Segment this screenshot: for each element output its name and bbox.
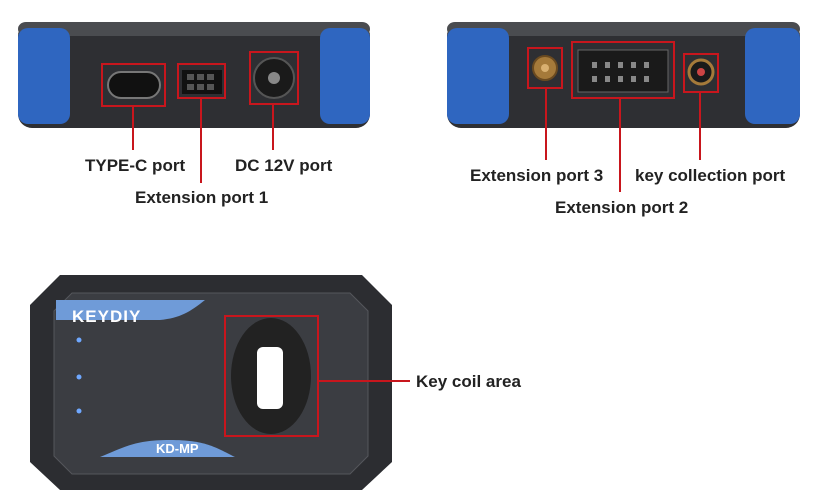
callout-boxes [527, 41, 719, 192]
extension-port-2-socket [577, 49, 669, 93]
label-dc-12v-port: DC 12V port [235, 156, 333, 175]
model-label: KD-MP [156, 441, 199, 456]
blue-end-cap [447, 28, 509, 124]
device-side-view-2 [447, 22, 800, 192]
brand-logo: KEYDIY [72, 307, 142, 326]
type-c-socket [107, 71, 161, 99]
label-type-c-port: TYPE-C port [85, 156, 186, 175]
device-side-view-1 [18, 22, 370, 183]
label-key-coil-area: Key coil area [416, 372, 521, 391]
label-extension-port-1: Extension port 1 [135, 188, 269, 207]
key-coil-callout-box [224, 315, 319, 437]
blue-end-cap [745, 28, 800, 124]
extension-port-1-socket [182, 70, 222, 94]
logo-band [56, 300, 205, 320]
blue-end-cap [18, 28, 70, 124]
label-extension-port-2: Extension port 2 [555, 198, 689, 217]
label-extension-port-3: Extension port 3 [470, 166, 604, 185]
label-key-collection-port: key collection port [635, 166, 786, 185]
callout-boxes [101, 51, 299, 183]
device-top-view [30, 275, 410, 490]
blue-end-cap [320, 28, 370, 124]
